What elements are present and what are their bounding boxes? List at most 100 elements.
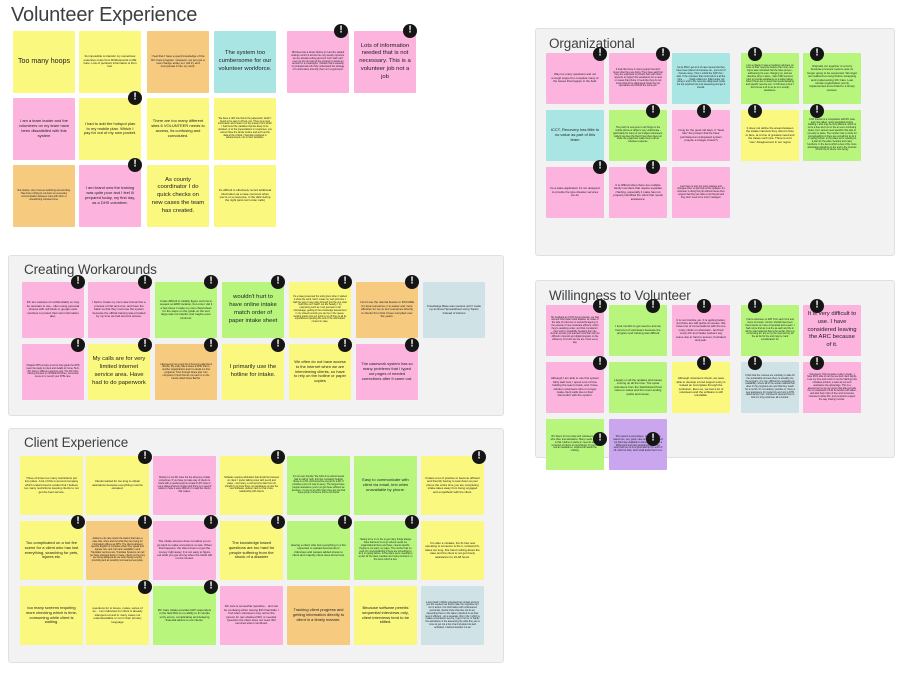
sticky-note[interactable]: RC Care Intake provides DAT responders i… (153, 586, 216, 645)
sticky-note[interactable]: Although volunteers check, we were able … (672, 362, 730, 413)
sticky-note[interactable]: As county coordinator I do quick checks … (147, 165, 209, 227)
sticky-note[interactable]: Too many hoops (13, 31, 75, 93)
alert-badge[interactable]: ! (128, 158, 142, 172)
alert-badge[interactable]: ! (810, 47, 824, 61)
sticky-note[interactable]: ICCT, Recovery has little to no value as… (546, 110, 604, 161)
sticky-note[interactable]: There are too many different sites 6 VOL… (147, 98, 209, 160)
sticky-note[interactable]: It is after a mistake, the fix has new e… (421, 521, 484, 580)
sticky-note[interactable]: Having to be in on fire to get many thin… (354, 521, 417, 580)
sticky-note[interactable]: RCCares has a whole lifetime in it and t… (287, 31, 349, 93)
sticky-note[interactable]: I think that the courses are voluntary t… (741, 362, 799, 413)
alert-badge[interactable]: ! (405, 338, 419, 352)
alert-badge[interactable]: ! (748, 104, 762, 118)
sticky-note[interactable]: I took months to get used to and we had … (609, 305, 667, 356)
sticky-note[interactable]: Lots of information needed that is not n… (354, 31, 416, 93)
alert-badge[interactable]: ! (204, 580, 218, 594)
alert-badge[interactable]: ! (138, 515, 152, 529)
alert-badge[interactable]: ! (138, 338, 152, 352)
sticky-note[interactable]: It takes a lot of practice to become eff… (421, 456, 484, 515)
alert-badge[interactable]: ! (204, 338, 218, 352)
sticky-note[interactable]: It was difficult to initially figure out… (155, 282, 217, 338)
sticky-note[interactable]: I don't use the referral feature in RCCA… (356, 282, 418, 338)
alert-badge[interactable]: ! (271, 450, 285, 464)
alert-badge[interactable]: ! (204, 515, 218, 529)
sticky-note[interactable]: The knowledge based questions are too ha… (220, 521, 283, 580)
sticky-note[interactable]: I long for the good old days. It "feels … (672, 110, 730, 161)
alert-badge[interactable]: ! (748, 47, 762, 61)
sticky-note[interactable]: Chapter DHS service a tool to help guide… (22, 344, 84, 400)
alert-badge[interactable]: ! (810, 299, 824, 313)
sticky-note[interactable]: The intake screens does not allow you to… (153, 521, 216, 580)
sticky-note[interactable]: wouldn't hurt to have online intake matc… (222, 282, 284, 338)
sticky-note[interactable]: We often do not have access to the inter… (289, 344, 351, 400)
sticky-note[interactable]: I feel that I have a good knowledge of t… (147, 31, 209, 93)
sticky-note[interactable]: Added so do case inputs the basics that … (86, 521, 149, 580)
alert-badge[interactable]: ! (810, 104, 824, 118)
sticky-note[interactable]: It does not define the areas between the… (741, 110, 799, 161)
alert-badge[interactable]: ! (646, 104, 660, 118)
alert-badge[interactable]: ! (593, 432, 607, 446)
sticky-note[interactable]: The system too cumbersome for our volunt… (214, 31, 276, 93)
sticky-note[interactable]: Too complicated on a hot fire scene for … (20, 521, 83, 580)
sticky-note[interactable]: It's difficult to effectively record add… (214, 165, 276, 227)
alert-badge[interactable]: ! (71, 275, 85, 289)
sticky-note[interactable]: Knowledge Base was useless until I made … (423, 282, 485, 338)
alert-badge[interactable]: ! (646, 432, 660, 446)
alert-badge[interactable]: ! (334, 24, 348, 38)
sticky-note[interactable]: My calls are for very limited internet s… (88, 344, 150, 400)
sticky-note[interactable]: I am a team leader and the volunteers on… (13, 98, 75, 160)
alert-badge[interactable]: ! (271, 515, 285, 529)
alert-badge[interactable]: ! (656, 47, 670, 61)
sticky-note[interactable]: Not intuitive, lots of screen switching … (13, 165, 75, 227)
sticky-note[interactable]: Last there is way too many classes and c… (672, 167, 730, 218)
sticky-note[interactable]: questions for to boxes, codes, series of… (86, 586, 149, 645)
sticky-note[interactable]: It's a case presented the tools given wh… (289, 282, 351, 338)
sticky-note[interactable]: I am brand new the training was quite po… (79, 165, 141, 227)
sticky-note[interactable]: Volunteers! Only because a pile in Gods … (803, 362, 861, 413)
alert-badge[interactable]: ! (697, 104, 711, 118)
sticky-note[interactable]: The casework system has so many problems… (356, 344, 418, 400)
alert-badge[interactable]: ! (646, 160, 660, 174)
alert-badge[interactable]: ! (405, 275, 419, 289)
sticky-note[interactable]: Its impossible to transfer my sometimes … (79, 31, 141, 93)
sticky-note[interactable]: I discovered not a long list of formerly… (155, 344, 217, 400)
sticky-note[interactable]: Mostly it is not RC Care but the absence… (153, 456, 216, 515)
alert-badge[interactable]: ! (138, 450, 152, 464)
sticky-note[interactable]: Three of times too many restrictions put… (20, 456, 83, 515)
alert-badge[interactable]: ! (748, 356, 762, 370)
sticky-note[interactable]: The push for everyone to do things on th… (609, 110, 667, 161)
sticky-note[interactable]: I had a volunteer on DAT from each hour … (741, 305, 799, 356)
alert-badge[interactable]: ! (138, 580, 152, 594)
sticky-note[interactable]: My husband an I DAT being relocate, we h… (546, 305, 604, 356)
sticky-note[interactable]: I am a chapter I was a involving volunte… (741, 53, 799, 104)
alert-badge[interactable]: ! (593, 299, 607, 313)
alert-badge[interactable]: ! (338, 515, 352, 529)
sticky-note[interactable]: I had to add the hotspot plan to my mobi… (79, 98, 141, 160)
alert-badge[interactable]: ! (697, 356, 711, 370)
sticky-note[interactable]: It is difficult when there are multiple … (609, 167, 667, 218)
alert-badge[interactable]: ! (405, 515, 419, 529)
alert-badge[interactable]: ! (128, 91, 142, 105)
alert-badge[interactable]: ! (646, 299, 660, 313)
sticky-note[interactable]: I had to create my own case format thru … (88, 282, 150, 338)
sticky-note[interactable]: Although I am able to use this system fa… (546, 362, 604, 413)
sticky-note[interactable]: Tracking client progress and getting inf… (287, 586, 350, 645)
alert-badge[interactable]: ! (338, 338, 352, 352)
sticky-note[interactable]: RC care is somewhat repetitive... and ca… (220, 586, 283, 645)
alert-badge[interactable]: ! (810, 356, 824, 370)
sticky-note[interactable]: Because software permits sequential inte… (354, 586, 417, 645)
sticky-note[interactable]: Software requires arbitration that shoul… (220, 456, 283, 515)
alert-badge[interactable]: ! (472, 450, 486, 464)
sticky-note[interactable]: We have a 'drill' site that is the paper… (214, 98, 276, 160)
alert-badge[interactable]: ! (748, 299, 762, 313)
sticky-note[interactable]: Easy to communicate with client via emai… (354, 456, 417, 515)
sticky-note[interactable]: It is very difficult to use. I have cons… (803, 305, 861, 356)
sticky-note[interactable]: Originals cut together in a hurry becaus… (803, 53, 861, 104)
sticky-note[interactable]: This system is somewhere, personal hours… (609, 419, 667, 470)
alert-badge[interactable]: ! (138, 275, 152, 289)
sticky-note[interactable]: As an RSA I get a lot of case issues tha… (672, 53, 730, 104)
alert-badge[interactable]: ! (271, 275, 285, 289)
alert-badge[interactable]: ! (593, 356, 607, 370)
sticky-note[interactable]: CCN interact is a comparison with RC Car… (803, 110, 861, 161)
sticky-note[interactable]: It feels like there is many people that … (609, 53, 667, 104)
